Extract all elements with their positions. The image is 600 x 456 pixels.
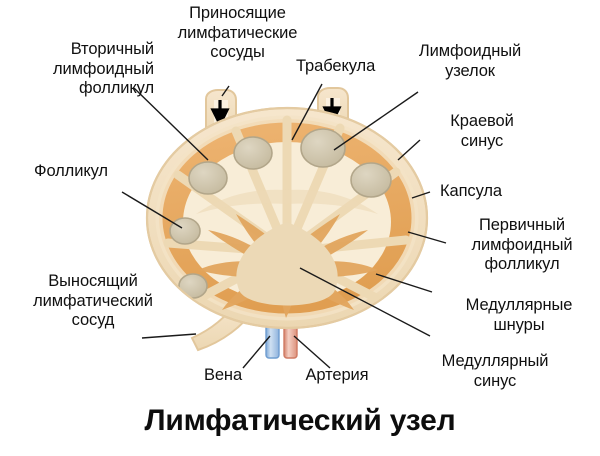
label-secondary-lymphoid-follicle: Вторичный лимфоидный фолликул: [53, 40, 154, 97]
label-trabecula: Трабекула: [296, 57, 376, 75]
label-artery: Артерия: [305, 366, 369, 384]
label-vein: Вена: [203, 366, 243, 384]
leader-medullary-sinus: [299, 267, 431, 337]
label-primary-lymphoid-follicle: Первичный лимфоидный фолликул: [471, 216, 573, 273]
label-marginal-sinus: Краевой синус: [450, 112, 514, 150]
leader-primary-lymphoid-follicle: [407, 231, 447, 244]
leader-afferent-vessels: [221, 85, 230, 97]
leader-lines: [121, 83, 447, 369]
label-lymphoid-nodule: Лимфоидный узелок: [418, 42, 522, 80]
label-medullary-sinus: Медуллярный синус: [441, 352, 549, 390]
follicles-group: [169, 128, 392, 299]
leader-vein: [242, 335, 271, 369]
label-efferent-lymphatic-vessel: Выносящий лимфатический сосуд: [33, 272, 153, 329]
page-title: Лимфатический узел: [144, 404, 456, 437]
leader-marginal-sinus: [397, 139, 421, 161]
leader-artery: [293, 335, 331, 369]
leader-efferent-vessel: [141, 333, 197, 339]
afferent-arrow-left-icon: [210, 100, 230, 128]
label-medullary-cords: Медуллярные шнуры: [465, 296, 573, 334]
leader-secondary-lymphoid-follicle: [133, 87, 209, 161]
label-follicle: Фолликул: [34, 162, 108, 180]
leader-trabecula: [291, 83, 323, 141]
label-afferent-lymphatic-vessels: Приносящие лимфатические сосуды: [177, 4, 298, 61]
node-body: [145, 106, 429, 330]
leader-follicle: [121, 191, 183, 229]
leader-capsule: [411, 191, 431, 199]
leader-medullary-cords: [375, 273, 433, 293]
leader-lymphoid-nodule: [333, 91, 419, 151]
label-capsule: Капсула: [440, 182, 502, 200]
